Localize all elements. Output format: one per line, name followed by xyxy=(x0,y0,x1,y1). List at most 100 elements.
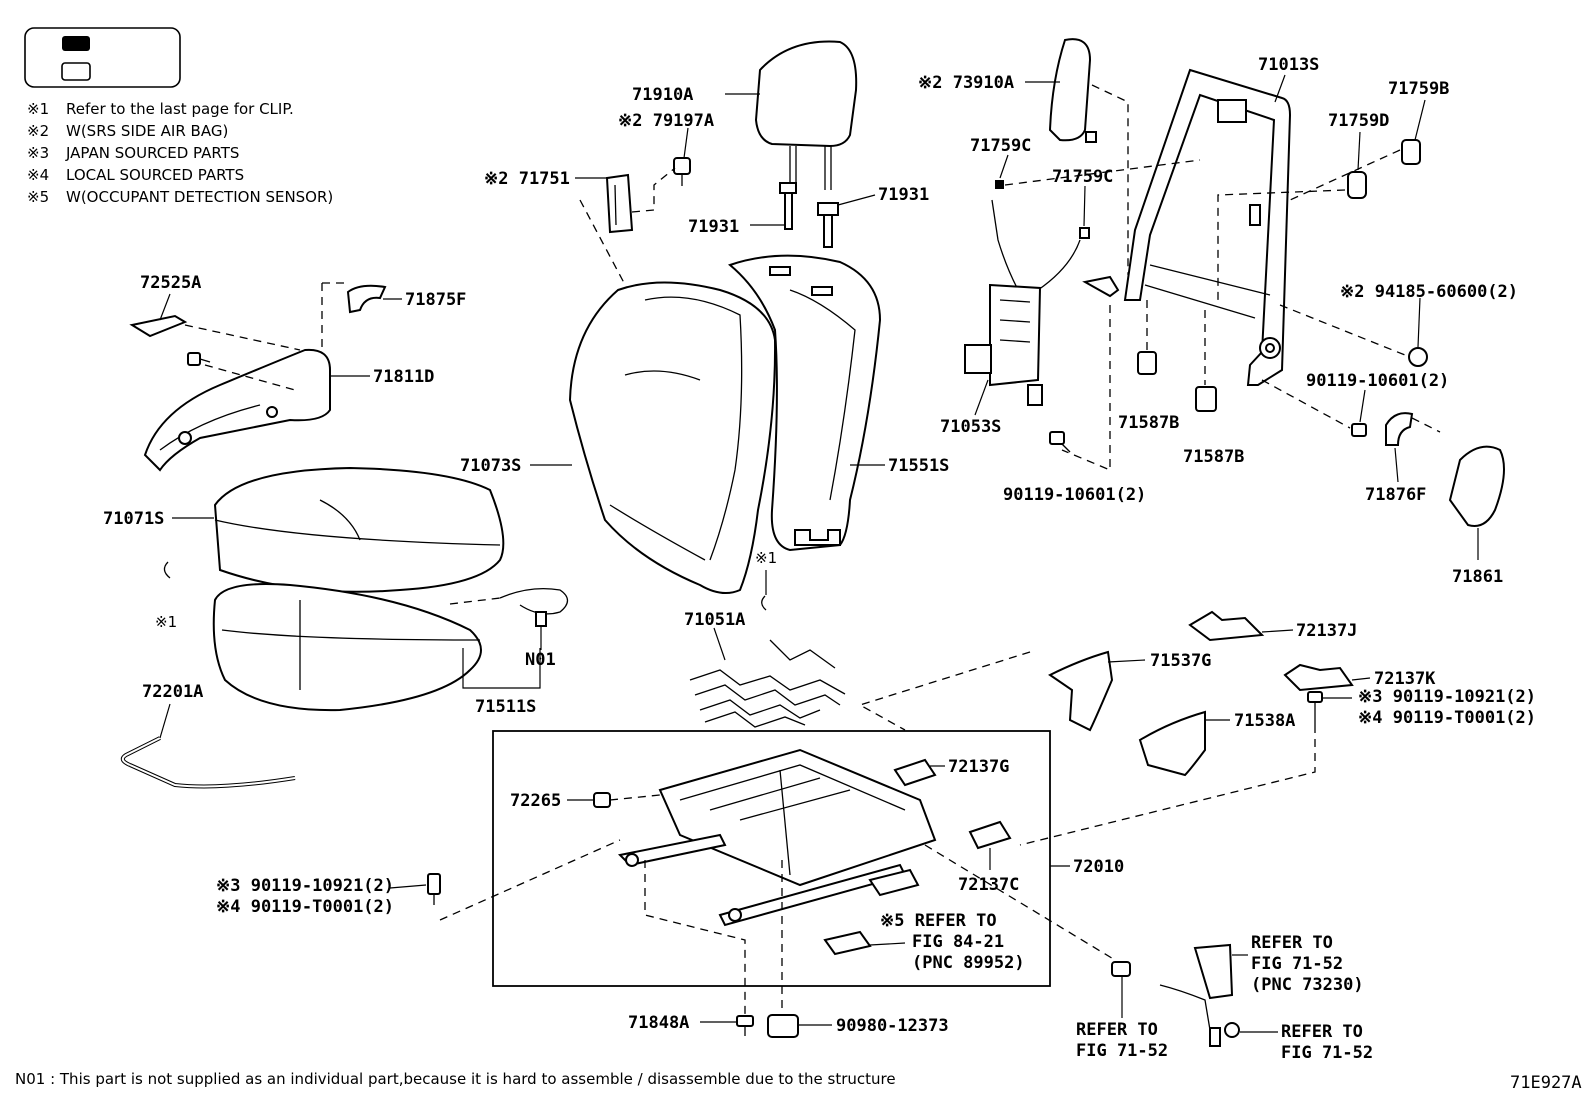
part-72137G xyxy=(893,758,937,787)
note-mark-1: ※1 xyxy=(27,100,49,118)
part-71875F xyxy=(346,284,387,314)
label-71759B: 71759B xyxy=(1388,79,1449,99)
label-ref-left-1: REFER TO xyxy=(1076,1020,1158,1040)
nut-94185 xyxy=(1408,347,1428,367)
seatback-cover xyxy=(568,281,777,595)
label-72265: 72265 xyxy=(510,791,561,811)
label-71861: 71861 xyxy=(1452,567,1503,587)
side-airbag-73910A xyxy=(1048,38,1097,143)
bolt-left xyxy=(427,873,441,905)
cushion-pad xyxy=(212,583,482,712)
note-text-2: W(SRS SIDE AIR BAG) xyxy=(66,122,228,140)
label-71751: ※2 71751 xyxy=(484,169,570,189)
part-71759C-right xyxy=(1079,227,1090,239)
label-ref5-line3: (PNC 89952) xyxy=(912,953,1025,973)
legend-notes: ※1 Refer to the last page for CLIP. ※2 W… xyxy=(27,100,333,206)
label-72137J: 72137J xyxy=(1296,621,1357,641)
headrest xyxy=(754,40,858,190)
label-ref-belt-1: REFER TO xyxy=(1251,933,1333,953)
seat-belt-buckle xyxy=(1111,943,1240,1047)
label-ref-belt-3: (PNC 73230) xyxy=(1251,975,1364,995)
label-72525A: 72525A xyxy=(140,273,201,293)
label-71551S: 71551S xyxy=(888,456,949,476)
part-79197A xyxy=(673,157,691,186)
screw-71811 xyxy=(187,352,211,366)
part-71587B-right xyxy=(1195,386,1217,412)
label-90119-10601-right: 90119-10601(2) xyxy=(1306,371,1449,391)
label-73910A: ※2 73910A xyxy=(918,73,1014,93)
label-bolt-right-4: ※4 90119-T0001(2) xyxy=(1358,708,1536,728)
part-72265 xyxy=(593,792,611,808)
label-71848A: 71848A xyxy=(628,1013,689,1033)
label-N01: N01 xyxy=(525,650,556,670)
note-mark-5: ※5 xyxy=(27,188,49,206)
part-71759B xyxy=(1401,139,1421,165)
seat-adjuster-72010 xyxy=(617,748,937,927)
label-72137G: 72137G xyxy=(948,757,1009,777)
label-71051A: 71051A xyxy=(684,610,745,630)
part-71876F xyxy=(1385,412,1414,446)
note-text-1: Refer to the last page for CLIP. xyxy=(66,100,294,118)
part-71759D xyxy=(1347,171,1367,199)
headrest-guide-left xyxy=(779,182,797,230)
figure-id: 71E927A xyxy=(1510,1073,1582,1093)
seat-spring xyxy=(689,639,846,728)
label-bolt-left-4: ※4 90119-T0001(2) xyxy=(216,897,394,917)
seatback-frame xyxy=(1123,68,1292,386)
label-90119-10601-left: 90119-10601(2) xyxy=(1003,485,1146,505)
part-72137K xyxy=(1283,663,1354,692)
label-ref-right-2: FIG 71-52 xyxy=(1281,1043,1373,1063)
part-71538A xyxy=(1138,710,1206,777)
clip-icon xyxy=(761,595,767,611)
label-71537G: 71537G xyxy=(1150,651,1211,671)
bracket-small xyxy=(1082,275,1120,298)
adjuster-group-box xyxy=(492,730,1051,987)
part-72137C xyxy=(968,820,1012,850)
label-79197A: ※2 79197A xyxy=(618,111,714,131)
label-clip-1-left: ※1 xyxy=(155,613,177,631)
seatback-pad xyxy=(727,254,882,552)
bolt-right xyxy=(1307,691,1323,725)
label-ref-right-1: REFER TO xyxy=(1281,1022,1363,1042)
label-71053S: 71053S xyxy=(940,417,1001,437)
label-72201A: 72201A xyxy=(142,682,203,702)
label-71587B-left: 71587B xyxy=(1118,413,1179,433)
bolt-90119-10601-right xyxy=(1351,423,1367,437)
label-72137C: 72137C xyxy=(958,875,1019,895)
note-mark-2: ※2 xyxy=(27,122,49,140)
sensor-harness-N01 xyxy=(499,587,569,627)
label-71811D: 71811D xyxy=(373,367,434,387)
lumbar-support-71053S xyxy=(964,199,1081,406)
part-71861 xyxy=(1448,445,1505,527)
part-71537G xyxy=(1048,650,1114,732)
label-71910A: 71910A xyxy=(632,85,693,105)
footnote-N01: N01 : This part is not supplied as an in… xyxy=(15,1070,896,1088)
label-71071S: 71071S xyxy=(103,509,164,529)
note-text-5: W(OCCUPANT DETECTION SENSOR) xyxy=(66,188,333,206)
cushion-cover xyxy=(213,466,505,593)
part-71848A xyxy=(736,1015,754,1036)
legend-box xyxy=(24,27,181,88)
label-71931-right: 71931 xyxy=(878,185,929,205)
part-71587B-left xyxy=(1137,351,1157,375)
note-text-3: JAPAN SOURCED PARTS xyxy=(65,144,239,162)
note-mark-3: ※3 xyxy=(27,144,49,162)
label-71538A: 71538A xyxy=(1234,711,1295,731)
label-71876F: 71876F xyxy=(1365,485,1426,505)
label-72010: 72010 xyxy=(1073,857,1124,877)
clip-icon-left xyxy=(163,561,171,579)
label-71511S: 71511S xyxy=(475,697,536,717)
wire-72201A xyxy=(120,736,296,789)
label-72137K: 72137K xyxy=(1374,669,1436,689)
label-94185: ※2 94185-60600(2) xyxy=(1340,282,1518,302)
label-ref-left-2: FIG 71-52 xyxy=(1076,1041,1168,1061)
label-ref-belt-2: FIG 71-52 xyxy=(1251,954,1343,974)
label-71759C-right: 71759C xyxy=(1052,167,1113,187)
label-71759D: 71759D xyxy=(1328,111,1389,131)
note-mark-4: ※4 xyxy=(27,166,49,184)
label-90980-12373: 90980-12373 xyxy=(836,1016,949,1036)
label-bolt-right-3: ※3 90119-10921(2) xyxy=(1358,687,1536,707)
bolt-90119-10601-left xyxy=(1049,431,1071,453)
label-71759C-left: 71759C xyxy=(970,136,1031,156)
label-71875F: 71875F xyxy=(405,290,466,310)
